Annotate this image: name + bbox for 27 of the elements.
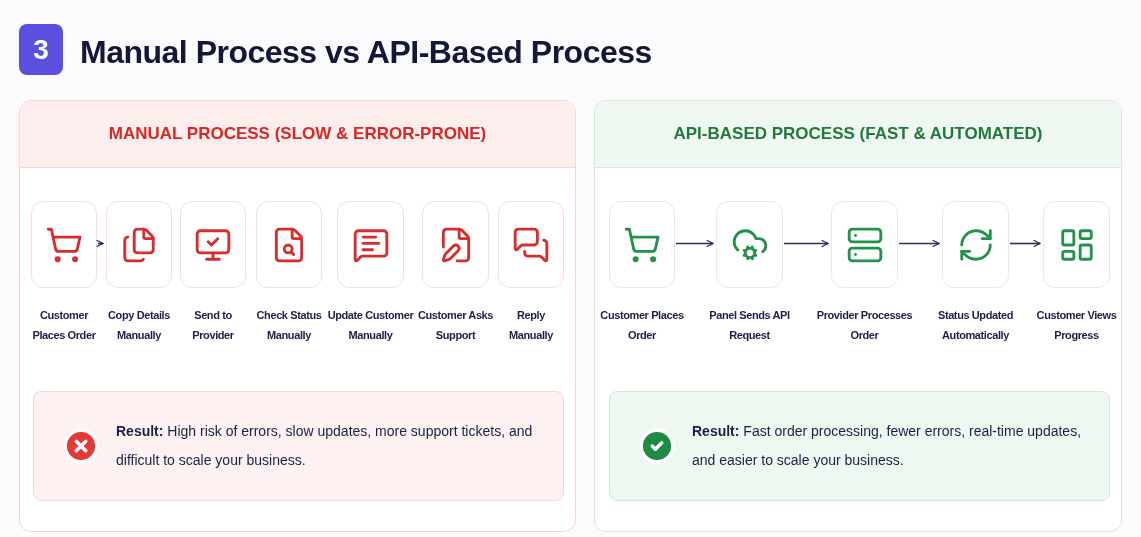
step-label: Provider Processes Order	[815, 308, 914, 343]
step-label: Reply Manually	[508, 308, 554, 343]
arrow	[783, 239, 829, 248]
step-label: Customer Places Order	[31, 308, 97, 343]
step-label: Customer Views Progress	[1035, 308, 1118, 343]
arrow	[675, 239, 714, 248]
step-label: Status Updated Automatically	[936, 308, 1015, 343]
step-label: Check Status Manually	[255, 308, 323, 343]
result-text: Result: Fast order processing, fewer errors, real-time updates, and easier to scale your business.	[692, 422, 1083, 470]
result-box	[33, 391, 564, 501]
step-label: Update Customer Manually	[326, 308, 415, 343]
step-label: Customer Places Order	[599, 308, 685, 343]
result-text: Result: High risk of errors, slow updates, more support tickets, and difficult to scale your business.	[116, 422, 534, 470]
result-box	[609, 391, 1110, 501]
step-label: Panel Sends API Request	[708, 308, 791, 343]
step-label: Customer Asks Support	[417, 308, 494, 343]
section-number-badge: 3	[19, 24, 63, 75]
step-label: Copy Details Manually	[107, 308, 171, 343]
arrow	[1009, 239, 1041, 248]
process-panel	[594, 100, 1122, 532]
title: Manual Process vs API-Based Process	[80, 33, 652, 72]
panel-heading: MANUAL PROCESS (SLOW & ERROR-PRONE)	[108, 123, 487, 146]
step-label: Send to Provider	[191, 308, 235, 343]
arrow	[95, 239, 104, 248]
panel-heading: API-BASED PROCESS (FAST & AUTOMATED)	[673, 123, 1043, 146]
process-panel	[19, 100, 576, 532]
arrow	[898, 239, 940, 248]
